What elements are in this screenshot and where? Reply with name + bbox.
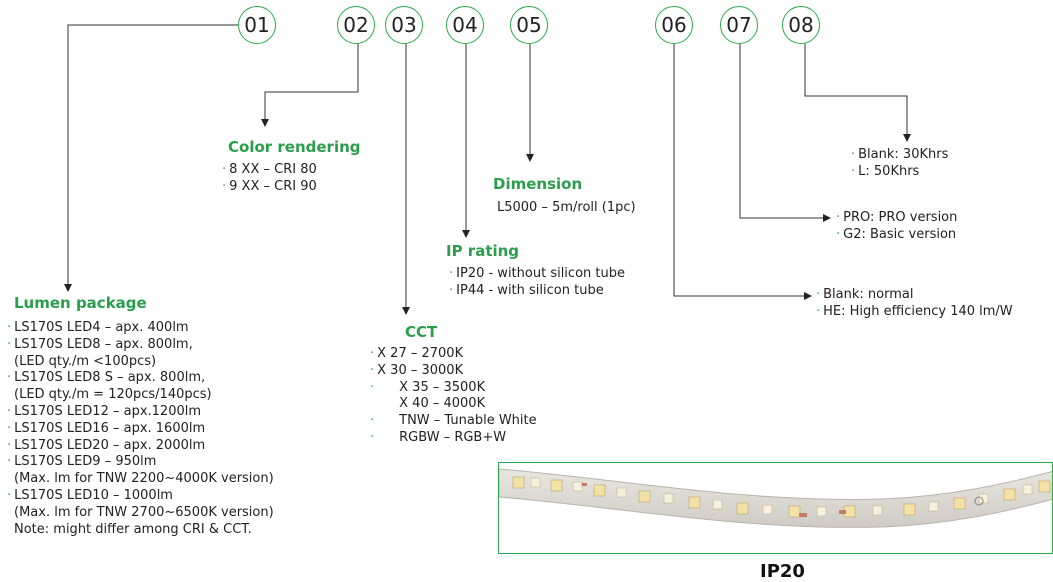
- list-item: ·8 XX – CRI 80: [222, 162, 317, 177]
- badge-07: 07: [720, 6, 758, 44]
- list-item: ·LS170S LED8 – apx. 800lm,: [7, 336, 193, 352]
- badge-01: 01: [238, 6, 276, 44]
- list-item: ·IP20 - without silicon tube: [449, 266, 625, 281]
- connector-07: [739, 43, 831, 222]
- lumen-package-heading: Lumen package: [14, 294, 147, 312]
- list-item: ·LS170S LED12 – apx.1200lm: [7, 403, 202, 419]
- list-item: (Max. lm for TNW 2200~4000K version): [14, 471, 274, 487]
- badge-06: 06: [655, 6, 693, 44]
- connector-06: [673, 43, 812, 300]
- lifetime-list: ·Blank: 30Khrs ·L: 50Khrs: [851, 147, 948, 181]
- list-item: ·Blank: 30Khrs: [851, 147, 949, 162]
- dimension-heading: Dimension: [493, 175, 583, 193]
- dimension-value: L5000 – 5m/roll (1pc): [497, 200, 636, 215]
- color-rendering-list: ·8 XX – CRI 80 ·9 XX – CRI 90: [222, 162, 317, 196]
- version-list: ·PRO: PRO version ·G2: Basic version: [836, 210, 957, 244]
- lumen-package-list: ·LS170S LED4 – apx. 400lm ·LS170S LED8 –…: [7, 320, 274, 538]
- list-item: ·X 30 – 3000K: [370, 362, 464, 378]
- list-item: ·LS170S LED9 – 950lm: [7, 454, 157, 470]
- list-item: ·TNW – Tunable White: [370, 413, 537, 429]
- list-item: ·L: 50Khrs: [851, 163, 920, 179]
- list-item: ·RGBW – RGB+W: [370, 429, 507, 445]
- badge-08: 08: [782, 6, 820, 44]
- connector-01: [64, 24, 238, 292]
- list-item: ·LS170S LED10 – 1000lm: [7, 487, 173, 503]
- list-item: ·IP44 - with silicon tube: [449, 282, 604, 298]
- list-item: ·G2: Basic version: [836, 226, 957, 242]
- list-item: ·LS170S LED8 S – apx. 800lm,: [7, 370, 206, 386]
- photo-caption: IP20: [760, 561, 805, 582]
- list-item: ·LS170S LED20 – apx. 2000lm: [7, 437, 206, 453]
- badge-02: 02: [337, 6, 375, 44]
- list-item: ·9 XX – CRI 90: [222, 178, 317, 194]
- list-item: ·LS170S LED4 – apx. 400lm: [7, 320, 189, 335]
- list-item: ·Blank: normal: [816, 287, 914, 302]
- list-item: (Max. lm for TNW 2700~6500K version): [14, 504, 274, 520]
- badge-03: 03: [385, 6, 423, 44]
- led-strip-image: [499, 468, 1052, 528]
- cct-heading: CCT: [405, 323, 438, 341]
- list-item: (LED qty./m = 120pcs/140pcs): [14, 387, 212, 403]
- list-item: ·X 40 – 4000K: [399, 396, 486, 412]
- ip-rating-heading: IP rating: [446, 242, 520, 260]
- connector-02: [261, 43, 359, 127]
- list-item: (LED qty./m <100pcs): [14, 353, 157, 369]
- color-rendering-heading: Color rendering: [228, 138, 361, 156]
- badge-05: 05: [510, 6, 548, 44]
- list-item: ·PRO: PRO version: [836, 210, 958, 225]
- list-item: ·LS170S LED16 – apx. 1600lm: [7, 420, 206, 436]
- led-strip-photo: [498, 462, 1053, 554]
- list-item: Note: might differ among CRI & CCT.: [14, 521, 252, 537]
- efficiency-list: ·Blank: normal ·HE: High efficiency 140 …: [816, 287, 1013, 321]
- list-item: ·HE: High efficiency 140 lm/W: [816, 303, 1013, 319]
- badge-04: 04: [446, 6, 484, 44]
- ip-rating-list: ·IP20 - without silicon tube ·IP44 - wit…: [449, 266, 625, 300]
- connector-08: [804, 43, 911, 142]
- list-item: ·X 35 – 3500K: [370, 379, 486, 395]
- list-item: ·X 27 – 2700K: [370, 346, 464, 361]
- cct-list: ·X 27 – 2700K ·X 30 – 3000K ·X 35 – 3500…: [370, 346, 537, 447]
